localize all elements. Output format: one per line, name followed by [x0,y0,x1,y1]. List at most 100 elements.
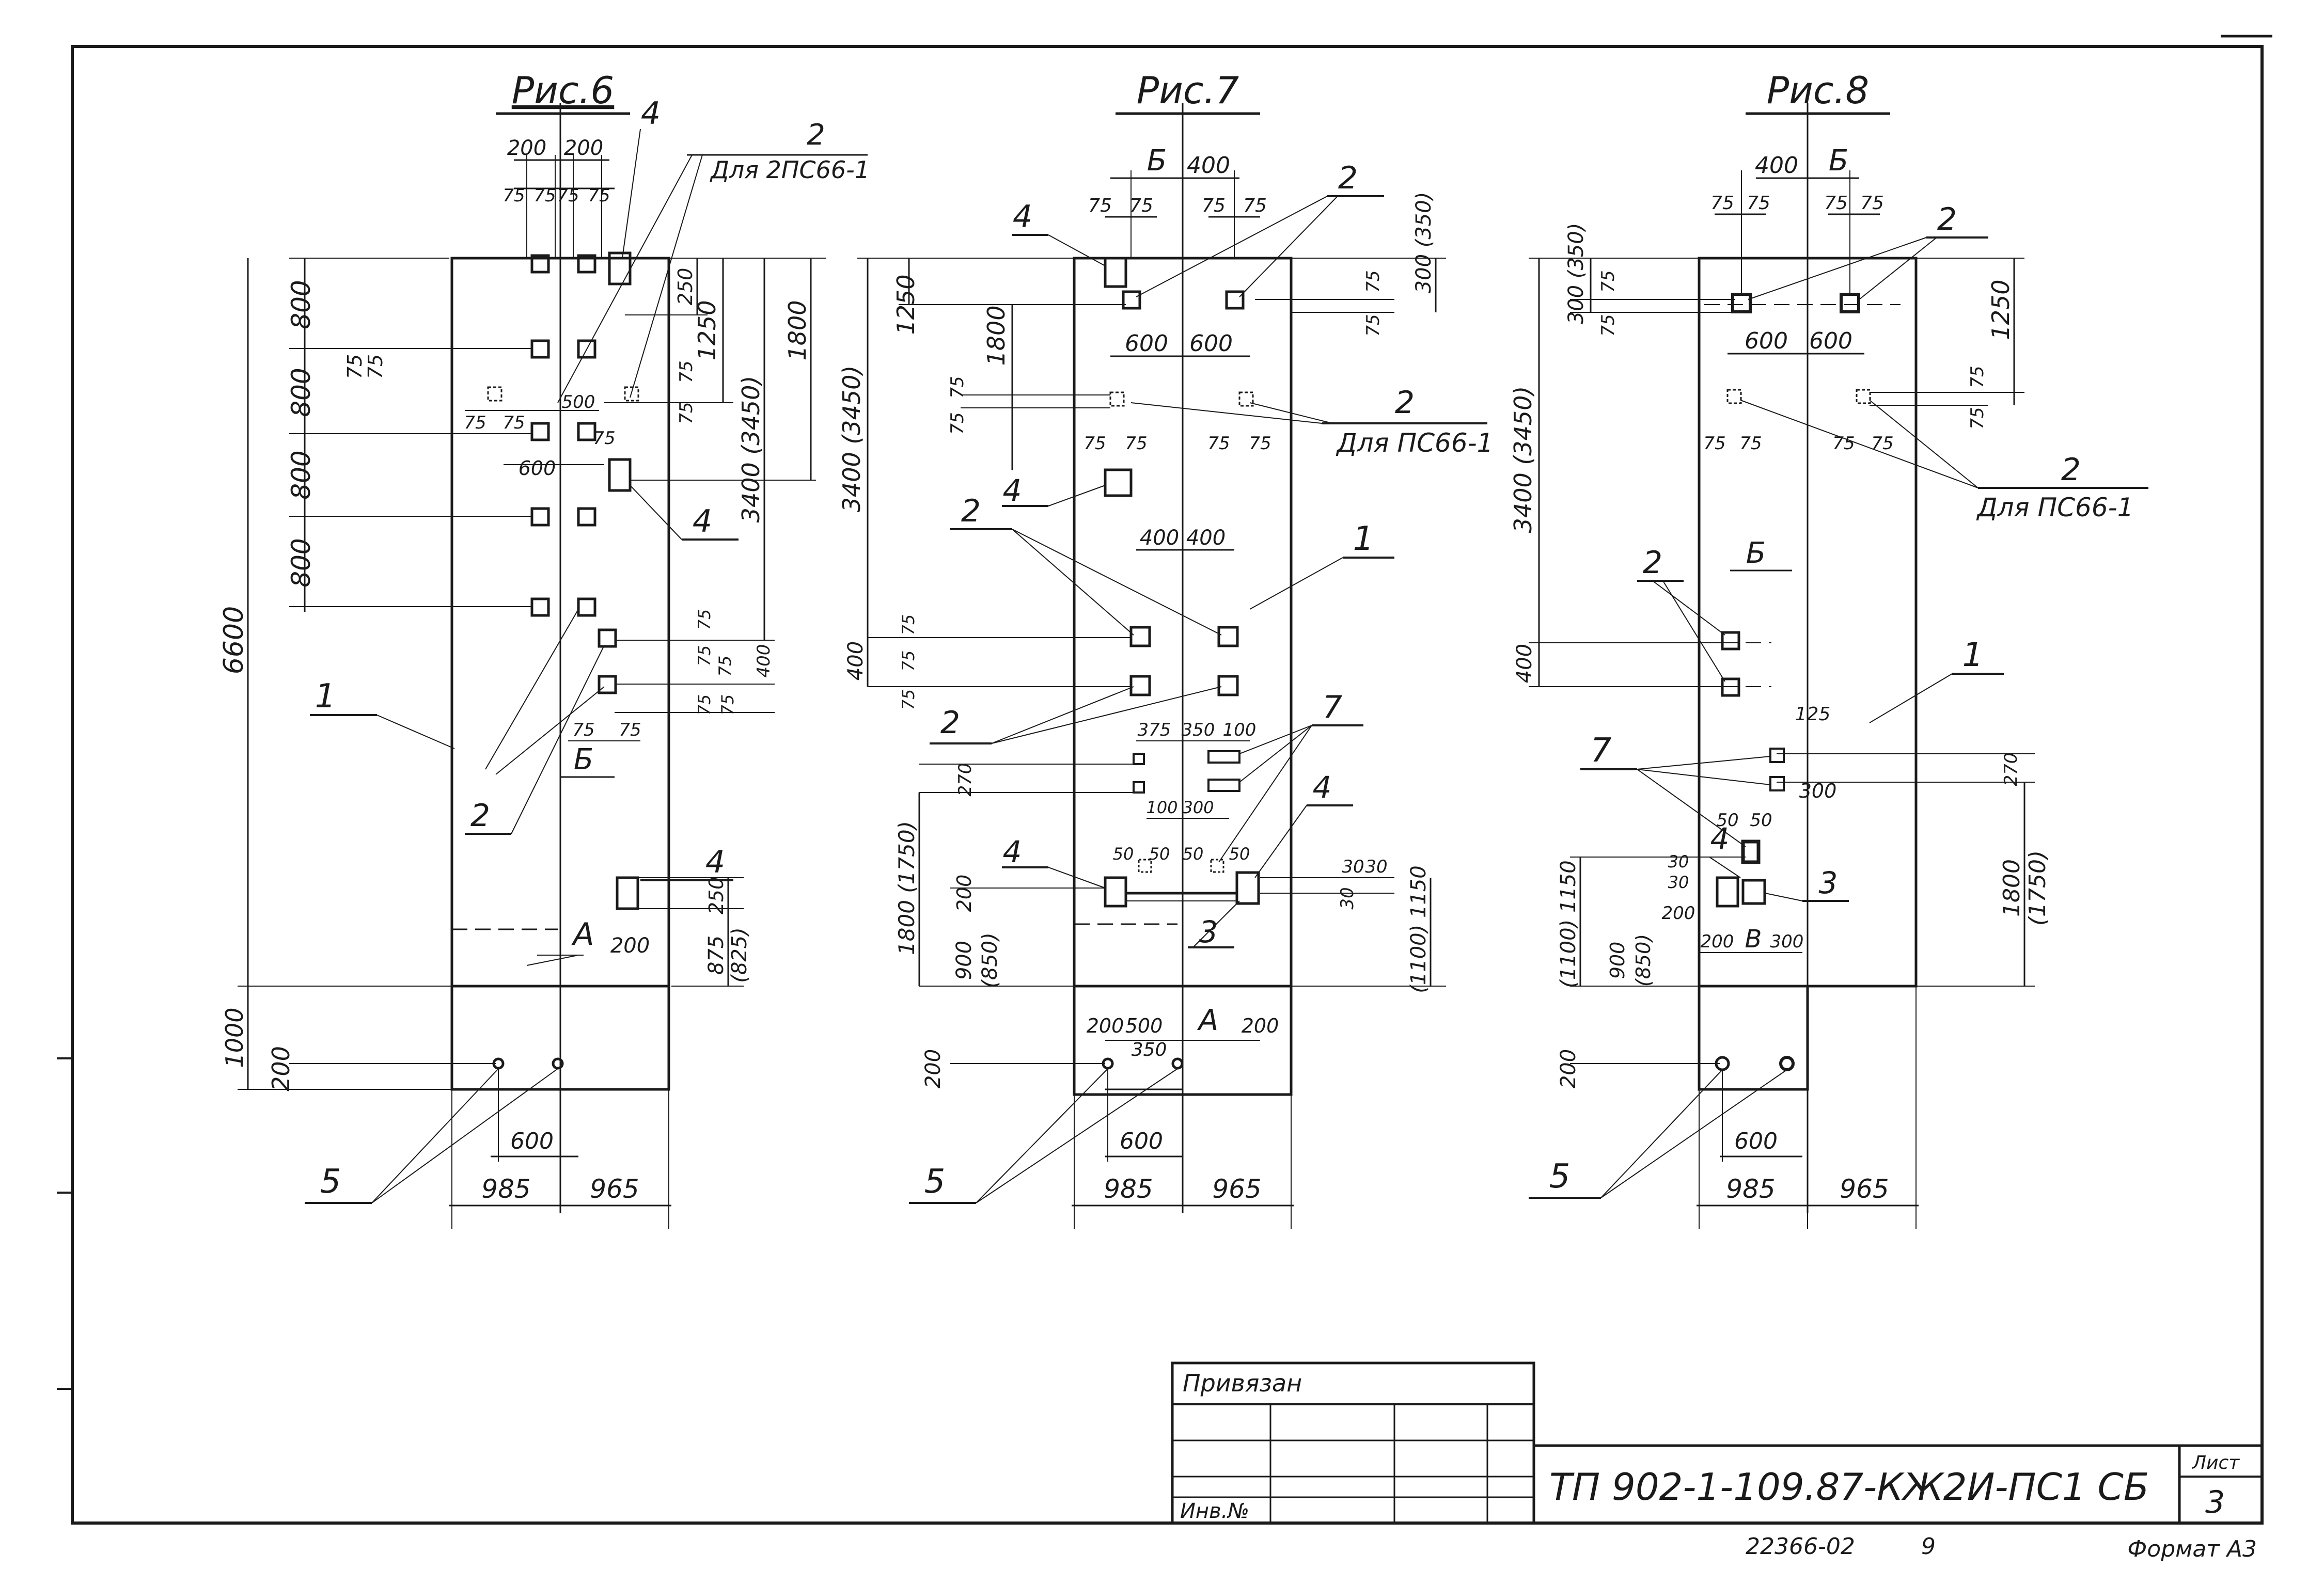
dim-right-1250: 1250 [693,300,721,360]
label-for-element: Для ПС66-1 [1976,493,2134,522]
dim-right-400: 400 [753,644,774,678]
dim-left-200-b: 200 [1557,1049,1580,1088]
dim-inner-100-a: 100 [1223,720,1257,740]
dim-top-75-b: 75 [1747,193,1770,214]
dim-inner-200-b: 200 [1701,931,1734,952]
position-4-top: 4 [1013,199,1032,235]
dim-inner-600-a: 600 [1125,330,1168,357]
position-4-mid: 4 [1003,473,1022,508]
dim-bottom-600: 600 [1734,1128,1778,1154]
dim-right-75-b: 75 [1967,407,1988,429]
dim-right-30-c: 30 [1337,887,1358,909]
dim-inner-375: 375 [1138,720,1171,740]
dim-inner-75-c: 75 [464,413,486,433]
dim-left-850: (850) [978,932,1002,988]
dim-left-800-3: 800 [286,450,316,499]
axis-letter-b: Б [574,743,593,776]
dim-left-400: 400 [1513,644,1536,683]
dim-inner-50-a: 50 [1716,810,1738,831]
dim-left-1000: 1000 [221,1007,248,1068]
dim-inner-50-c: 50 [1183,844,1204,864]
dim-right-75-b: 75 [1363,314,1384,336]
dim-inner-30-a: 30 [1668,852,1689,871]
position-2-low: 2 [940,705,960,741]
dim-right-1800: 1800 [783,300,811,360]
dim-inner-75-b: 75 [364,354,387,379]
dim-right-3400: 3400 (3450) [737,376,765,523]
dim-inner-75-d: 75 [503,413,525,433]
dim-left-200-b: 200 [921,1049,945,1088]
dim-right-75-a: 75 [1363,270,1384,292]
title-block: Привязан Инв.№ ТП 902-1-109.87-КЖ2И-ПС1 … [1171,1361,2264,1525]
dim-left-75-d: 75 [899,651,918,672]
dim-lower-250: 250 [705,877,728,915]
dim-left-1800-1750: 1800 (1750) [894,821,919,955]
dim-left-75-a: 75 [1598,270,1619,292]
dim-top-6: 75 [588,185,610,206]
dim-left-1250: 1250 [892,274,920,335]
dim-bottom-965: 965 [1212,1174,1261,1204]
position-4-middle: 4 [693,503,712,540]
dim-lower-825: (825) [728,927,751,983]
dim-left-270: 270 [955,763,976,797]
dim-top-75-a: 75 [1088,195,1112,216]
dim-top-400: 400 [1755,152,1798,179]
sheet-border [57,35,2272,1525]
position-2-label: 2 [1395,385,1415,421]
dim-right-75-a: 75 [676,360,697,383]
dim-bottom-600: 600 [1120,1128,1163,1154]
dim-right-75-e: 75 [715,656,735,677]
dim-left-400: 400 [844,641,868,680]
dim-inner-50-b: 50 [1750,810,1772,831]
dim-inner-75-d: 75 [1871,433,1893,454]
position-1: 1 [315,677,336,716]
position-1: 1 [1962,636,1984,674]
dim-inner-100-b: 100 [1146,798,1177,817]
dim-left-1800: 1800 [982,305,1010,366]
dim-left-1150: (1100) 1150 [1557,860,1580,988]
position-7: 7 [1591,732,1612,770]
position-2-label: 2 [2061,452,2081,488]
document-code: ТП 902-1-109.87-КЖ2И-ПС1 СБ [1549,1465,2149,1509]
dim-bottom-965: 965 [1840,1174,1889,1204]
position-2-top: 2 [1937,201,1957,237]
sheet-number: 3 [2205,1484,2225,1520]
dim-inner-600-b: 600 [1809,328,1852,354]
footer: 22366-02 9 Формат А3 [1746,1533,2257,1562]
dims-bottom-lines [449,986,671,1229]
dim-bottom-200-b: 200 [1242,1015,1279,1037]
dim-inner-50-b: 50 [1149,844,1170,864]
dim-right-30-a: 30 [1342,857,1364,877]
dim-inner-600: 600 [519,457,556,480]
dim-inner-75-b: 75 [1125,433,1147,454]
dim-right-1150: (1100) 1150 [1407,865,1431,993]
dim-top-400: 400 [1187,152,1230,179]
dim-left-75-b: 75 [1598,314,1619,336]
dim-inner-300: 300 [1182,798,1214,817]
dim-inner-axis-b: Б [1746,536,1766,570]
dim-inner-125: 125 [1795,704,1831,725]
dims-left-lines [857,258,1136,1064]
dim-lower-875: 875 [704,936,728,975]
dim-top-75-c: 75 [1202,195,1226,216]
inventory-label: Инв.№ [1180,1499,1249,1523]
dim-top-75-d: 75 [1243,195,1267,216]
dims-top-lines [514,155,615,258]
dim-b-75-b: 75 [619,720,641,740]
dim-left-900: 900 [952,941,976,980]
position-2-mid: 2 [961,493,981,529]
dim-left-75-e: 75 [899,689,918,710]
dim-top-75-b: 75 [1129,195,1153,216]
dim-top-75-c: 75 [1824,193,1848,214]
position-1: 1 [1353,520,1374,558]
dim-lower-200: 200 [610,934,650,958]
dim-right-250: 250 [674,268,697,306]
dim-right-75-g: 75 [718,694,737,716]
dim-left-3400: 3400 (3450) [838,366,866,513]
dim-left-900: 900 [1606,942,1629,979]
figure-title: Рис.6 [512,69,615,112]
dim-inner-350: 350 [1182,720,1215,740]
dim-inner-300: 300 [1799,780,1837,802]
dim-left-75-b: 75 [947,412,968,434]
